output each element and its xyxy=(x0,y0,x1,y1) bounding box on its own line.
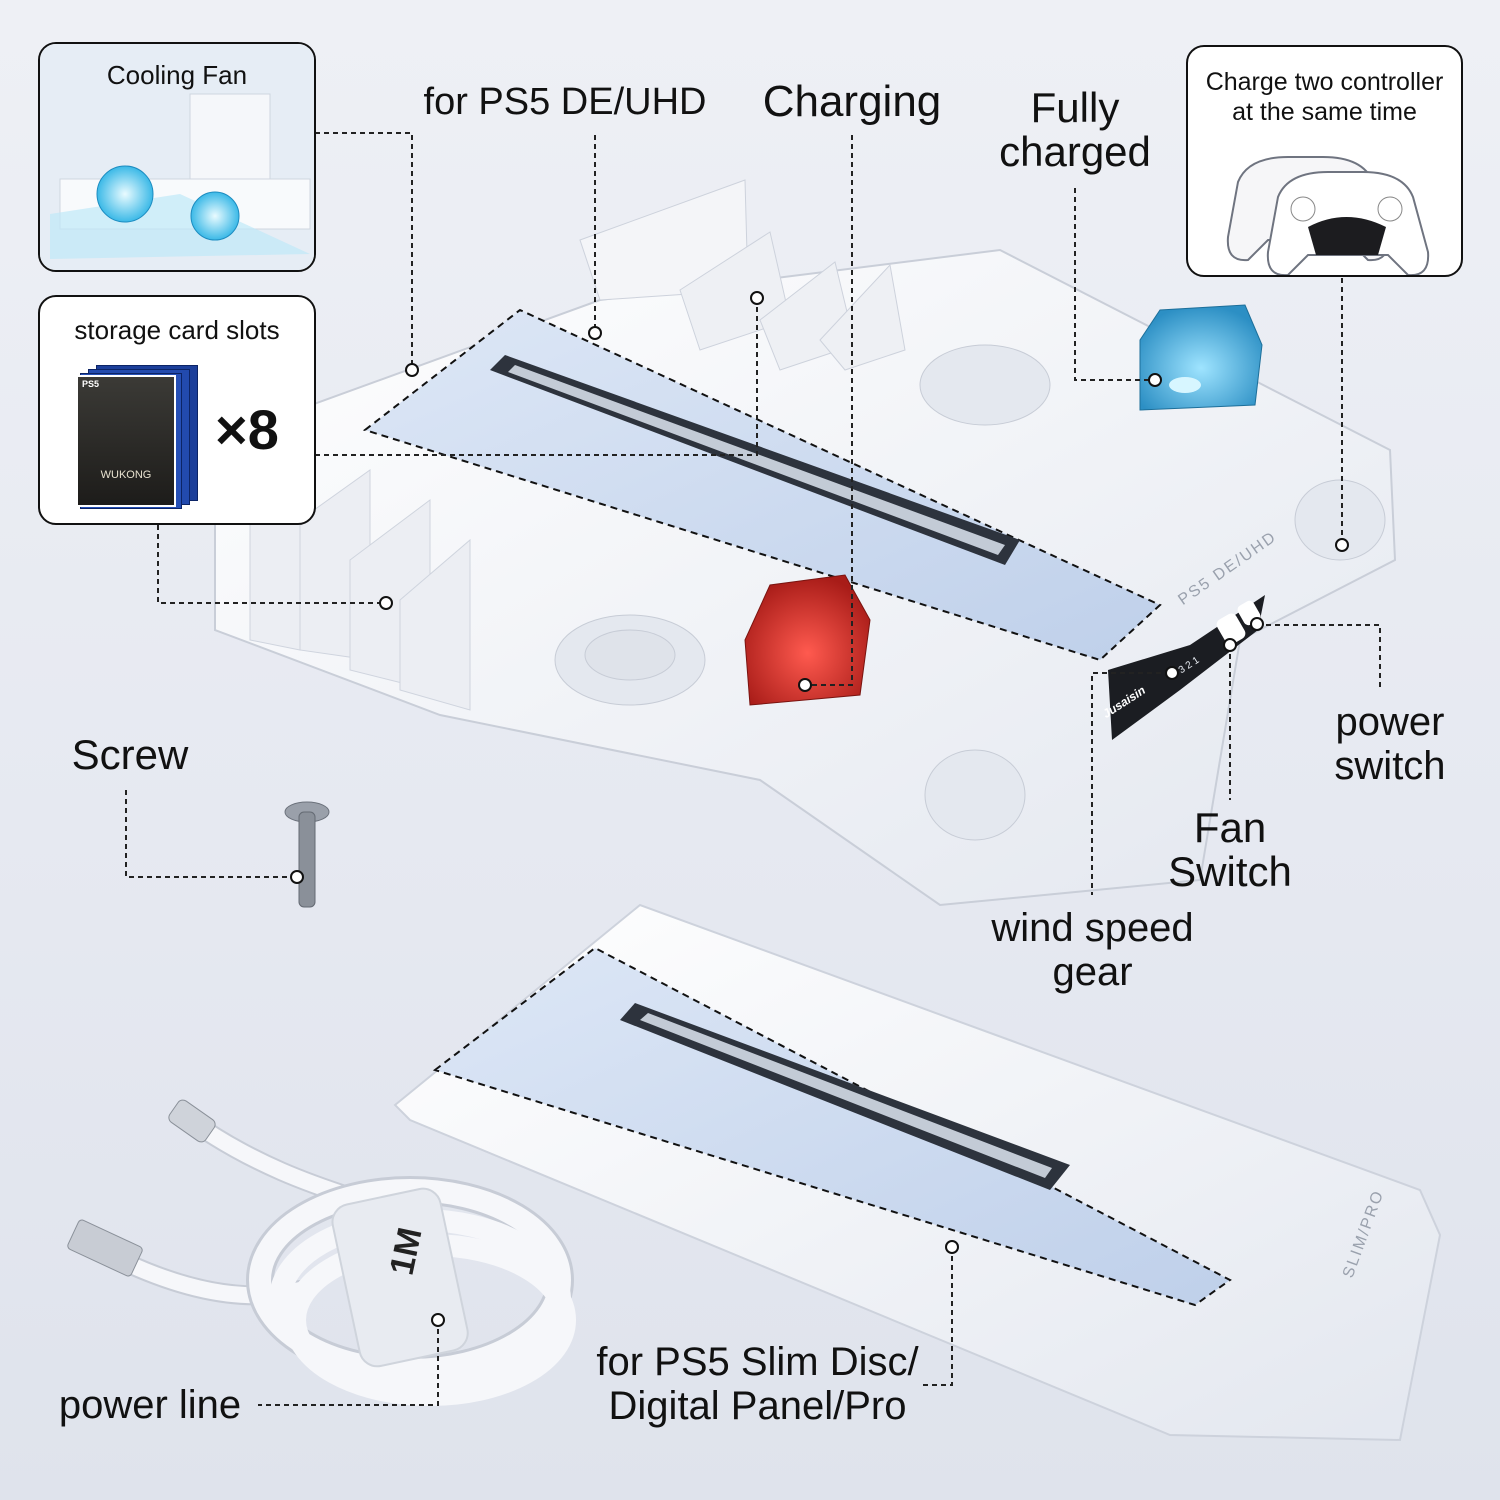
storage-slots-inset: storage card slots PS5 WUKONG ×8 xyxy=(38,295,316,525)
game-case-stack: PS5 WUKONG xyxy=(76,365,201,509)
controller-inset: Charge two controller at the same time xyxy=(1186,45,1463,277)
usb-plug xyxy=(67,1099,216,1277)
controllers-illustration xyxy=(1226,156,1430,275)
label-ps5-de-uhd: for PS5 DE/UHD xyxy=(423,81,707,123)
screw-illustration xyxy=(284,801,330,908)
label-slim-panel: for PS5 Slim Disc/ Digital Panel/Pro xyxy=(596,1340,919,1428)
label-charging: Charging xyxy=(762,77,942,126)
cooling-fan-label: Cooling Fan xyxy=(106,60,248,90)
leader-lines xyxy=(125,132,1381,1406)
controller-inset-title: Charge two controller at the same time xyxy=(1205,68,1444,126)
label-fully-charged: Fully charged xyxy=(999,84,1151,175)
label-power-switch: power switch xyxy=(1334,700,1446,788)
label-wind-speed-gear: wind speed gear xyxy=(991,906,1194,994)
slim-panel xyxy=(393,903,1442,1442)
label-screw: Screw xyxy=(71,731,189,778)
ps5-badge: PS5 xyxy=(82,379,100,389)
cooling-fan-illustration xyxy=(40,44,314,270)
storage-slots-title: storage card slots xyxy=(74,315,280,345)
label-fan-switch: Fan Switch xyxy=(1168,804,1292,895)
cooling-fan-inset: Cooling Fan xyxy=(38,42,316,272)
callout-dots xyxy=(290,291,1349,1327)
slot-multiplier: ×8 xyxy=(215,398,279,461)
power-cable xyxy=(100,1110,576,1406)
label-power-line: power line xyxy=(58,1383,242,1427)
game-cover: PS5 WUKONG xyxy=(76,375,176,507)
charging-stand xyxy=(214,179,1397,907)
game-title: WUKONG xyxy=(100,469,152,481)
